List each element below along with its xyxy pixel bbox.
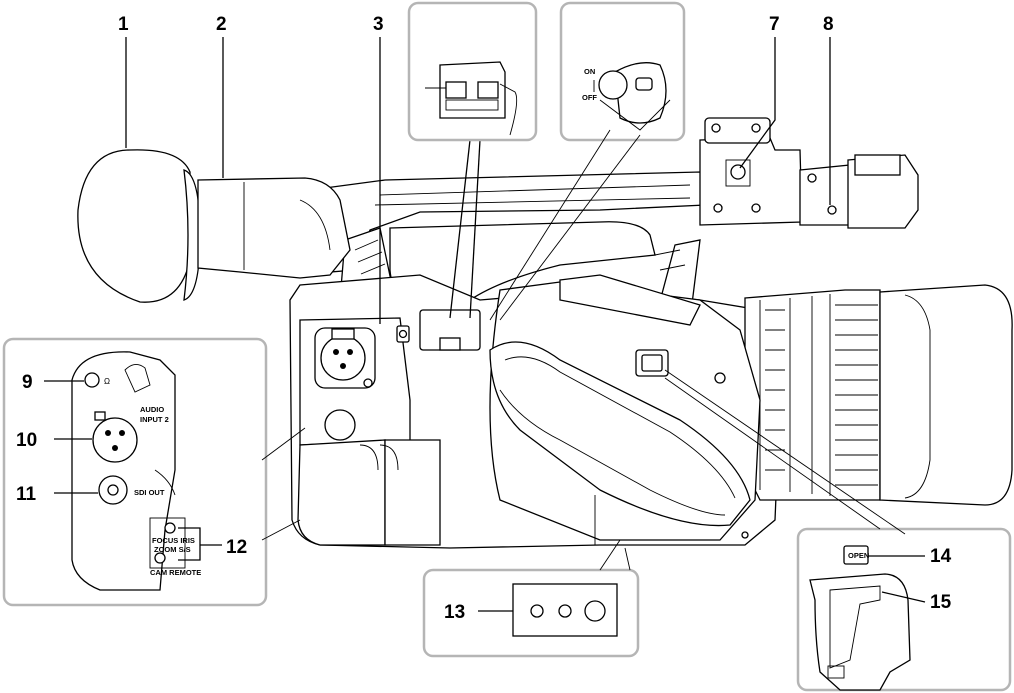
audio-input-label-2: INPUT 2 [140,415,169,424]
callout-10: 10 [16,430,37,451]
svg-text:Ω: Ω [104,377,110,386]
grip-strap [489,341,751,527]
sdi-out-label: SDI OUT [134,488,165,497]
card-slot-detail-panel [407,1,538,142]
callout-8: 8 [823,14,834,35]
focus-iris-label: FOCUS IRIS [152,536,195,545]
callout-9: 9 [22,372,33,393]
switch-off-label: OFF [582,93,597,102]
callout-14: 14 [930,546,952,567]
callout-13: 13 [444,602,465,623]
cam-remote-label: CAM REMOTE [150,568,201,577]
callout-2: 2 [216,14,227,35]
callout-3: 3 [373,14,384,35]
camera-body [77,117,1013,549]
zoom-ss-label: ZOOM S/S [154,545,191,554]
callout-7: 7 [769,14,780,35]
lens-hood [879,284,1013,506]
terminals-detail-panel: Ω AUDIO INPUT 2 SDI OUT FOCUS IRIS ZOOM … [2,337,306,607]
callout-12: 12 [226,537,247,558]
viewfinder [197,177,351,279]
audio-input-label-1: AUDIO [140,405,164,414]
bottom-detail-panel: 13 [422,539,640,658]
callout-1: 1 [118,14,129,35]
grip-detail-panel: OPEN 14 15 [664,369,1012,692]
callout-11: 11 [16,484,37,505]
power-switch-detail-panel: ON OFF [489,1,686,321]
eyecup [77,149,191,303]
open-button-label: OPEN [848,551,869,560]
callout-15: 15 [930,592,952,613]
switch-on-label: ON [584,67,595,76]
